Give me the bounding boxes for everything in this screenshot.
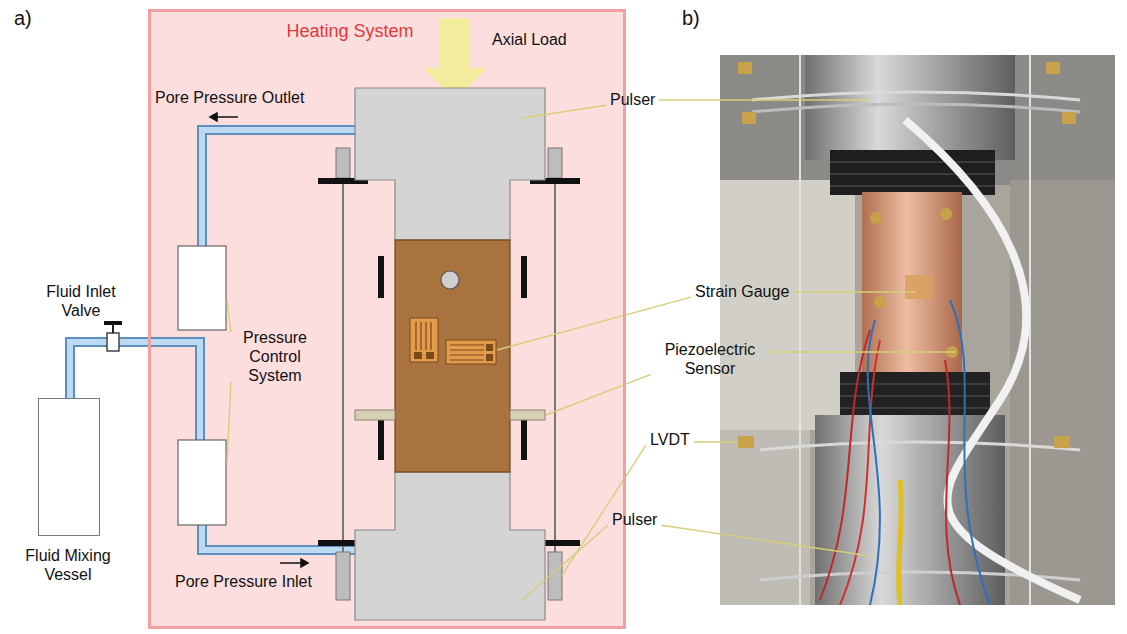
part-label: Pressure Control System [235, 328, 315, 386]
part-label: Piezoelectric Sensor [655, 340, 765, 378]
part-label: LVDT [650, 430, 690, 449]
leader-line [522, 525, 608, 600]
pipe-label: Pore Pressure Outlet [155, 88, 304, 107]
node-title: Fluid Mixing Vessel [14, 546, 122, 584]
apparatus-photo [720, 55, 1115, 605]
heating-region-fill [148, 9, 626, 629]
vessel-outline [38, 398, 100, 536]
panel-letter: a) [14, 6, 32, 30]
pressure-control-boxes [178, 246, 226, 525]
leader-line [227, 300, 231, 332]
piezoelectric-sensors [355, 410, 545, 420]
part-label: Strain Gauge [695, 282, 789, 301]
jacket-bars [378, 256, 527, 460]
load-label: Axial Load [492, 30, 567, 49]
leader-line [694, 441, 738, 442]
fluid-mixing-vessel: Fluid Mixing Vessel [14, 398, 122, 590]
leader-line [769, 351, 955, 352]
valve-label: Fluid Inlet Valve [36, 282, 126, 320]
part-label: Pulser [610, 90, 655, 109]
panel-letter: b) [682, 6, 700, 30]
leader-line [522, 105, 606, 118]
leader-line [562, 445, 646, 575]
leader-line [659, 99, 870, 100]
leader-line [793, 291, 915, 292]
part-label: Pulser [612, 510, 657, 529]
leader-line [227, 382, 231, 462]
fluid-inlet-valve [104, 321, 122, 351]
rock-sample [395, 240, 510, 472]
pipe-label: Pore Pressure Inlet [175, 572, 312, 591]
leader-line [661, 525, 870, 556]
loading-platens [355, 88, 545, 620]
node-title: Heating System [250, 21, 450, 43]
leader-line [546, 374, 651, 415]
leader-line [497, 297, 691, 350]
